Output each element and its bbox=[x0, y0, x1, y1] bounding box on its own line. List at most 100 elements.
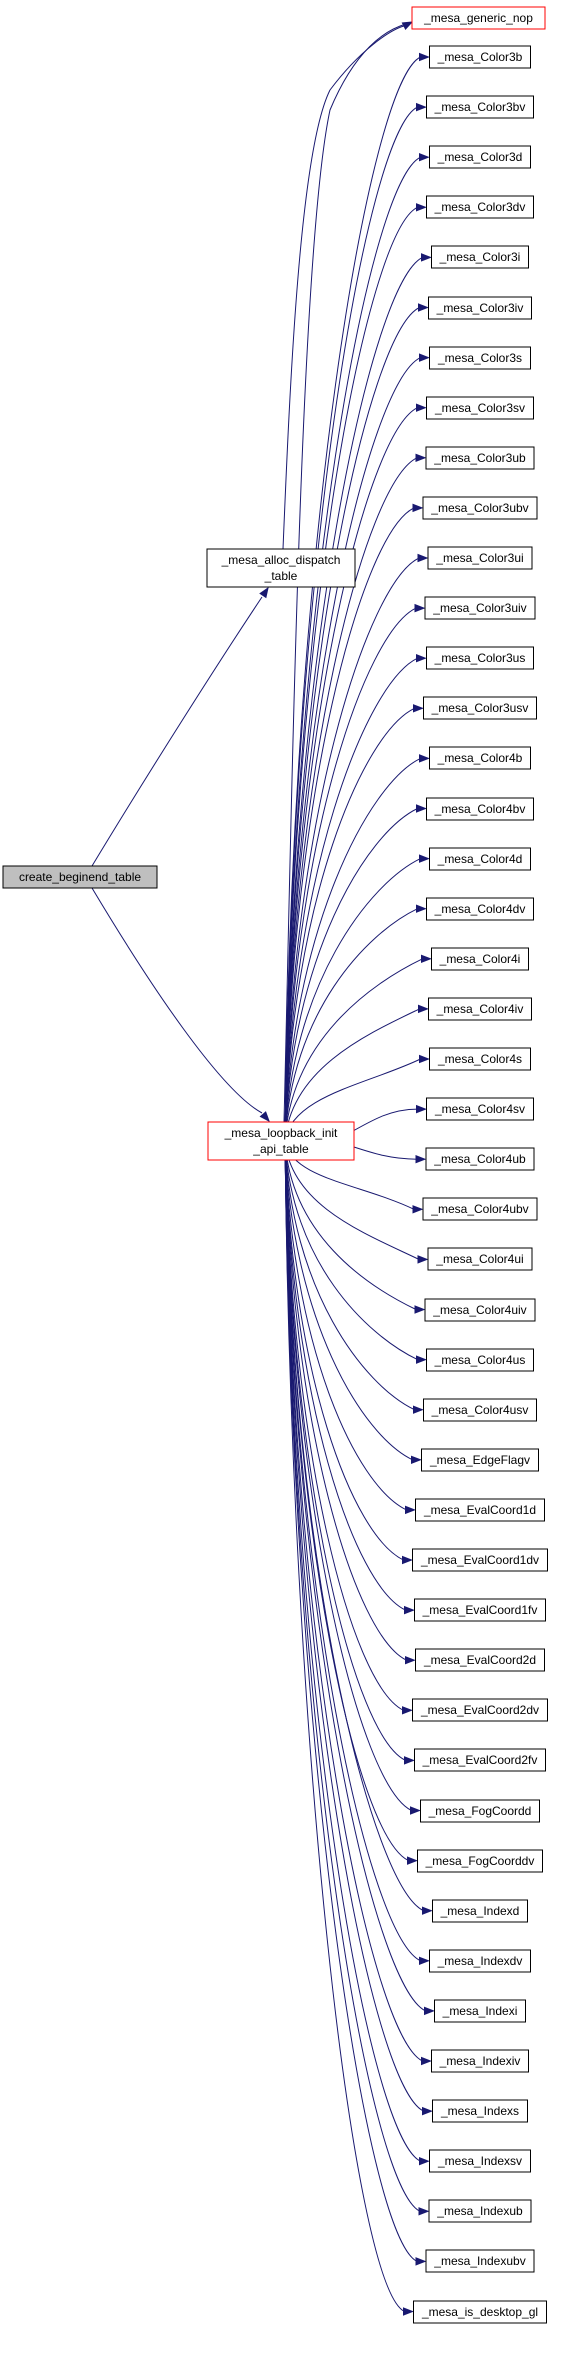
node-mesa-alloc-dispatch-table[interactable]: _mesa_alloc_dispatch _table bbox=[206, 548, 356, 588]
edge-loopback-to-mesa-color3ui bbox=[284, 557, 420, 1142]
node-mesa-color4b[interactable]: _mesa_Color4b bbox=[429, 746, 531, 770]
edge-loopback-to-mesa-color4dv bbox=[284, 908, 418, 1142]
edge-loopback-to-mesa-indexi bbox=[284, 1140, 426, 2012]
node-mesa-is-desktop-gl[interactable]: _mesa_is_desktop_gl bbox=[413, 2300, 547, 2324]
node-label: _mesa_EdgeFlagv bbox=[429, 1453, 530, 1467]
arrowhead-mesa-color3ub bbox=[415, 453, 427, 463]
node-mesa-color3ubv[interactable]: _mesa_Color3ubv bbox=[422, 496, 538, 520]
node-mesa-indexsv[interactable]: _mesa_Indexsv bbox=[429, 2149, 531, 2173]
arrowhead-mesa-edgeflagv bbox=[411, 1455, 422, 1465]
node-mesa-color4i[interactable]: _mesa_Color4i bbox=[431, 947, 529, 971]
node-mesa-edgeflagv[interactable]: _mesa_EdgeFlagv bbox=[421, 1448, 539, 1472]
node-mesa-color3ui[interactable]: _mesa_Color3ui bbox=[427, 546, 533, 570]
node-mesa-indexub[interactable]: _mesa_Indexub bbox=[428, 2199, 532, 2223]
node-label: _mesa_Color4ub bbox=[433, 1152, 526, 1166]
node-label: _mesa_Color3usv bbox=[431, 701, 529, 715]
arrowhead-mesa-color3i bbox=[421, 253, 432, 262]
arrowhead-mesa-evalcoord1fv bbox=[404, 1605, 415, 1615]
node-label: _mesa_Indexub bbox=[436, 2204, 523, 2218]
node-mesa-indexi[interactable]: _mesa_Indexi bbox=[434, 1999, 526, 2023]
edge-loopback-to-mesa-color3iv bbox=[284, 307, 420, 1142]
node-mesa-color4ubv[interactable]: _mesa_Color4ubv bbox=[422, 1197, 538, 1221]
edge-loopback-to-mesa-evalcoord2d bbox=[284, 1140, 407, 1661]
node-mesa-color3bv[interactable]: _mesa_Color3bv bbox=[426, 95, 534, 119]
node-create-beginend-table[interactable]: create_beginend_table bbox=[2, 865, 158, 889]
node-mesa-color3us[interactable]: _mesa_Color3us bbox=[426, 646, 534, 670]
node-mesa-fogcoordd[interactable]: _mesa_FogCoordd bbox=[420, 1799, 540, 1823]
node-mesa-evalcoord2fv[interactable]: _mesa_EvalCoord2fv bbox=[414, 1748, 546, 1772]
edge-loopback-to-mesa-color4ui bbox=[284, 1140, 420, 1260]
node-mesa-color4s[interactable]: _mesa_Color4s bbox=[429, 1047, 531, 1071]
node-mesa-color4ui[interactable]: _mesa_Color4ui bbox=[427, 1247, 533, 1271]
node-mesa-color4d[interactable]: _mesa_Color4d bbox=[429, 847, 531, 871]
node-mesa-evalcoord1dv[interactable]: _mesa_EvalCoord1dv bbox=[412, 1548, 548, 1572]
arrowhead-mesa-color4b bbox=[419, 754, 430, 763]
node-label: _mesa_Color4s bbox=[437, 1052, 522, 1066]
node-mesa-color4bv[interactable]: _mesa_Color4bv bbox=[426, 797, 534, 821]
node-label: _mesa_Color4ubv bbox=[430, 1202, 528, 1216]
node-mesa-color4ub[interactable]: _mesa_Color4ub bbox=[425, 1147, 535, 1171]
node-mesa-generic-nop[interactable]: _mesa_generic_nop bbox=[411, 6, 546, 30]
node-mesa-evalcoord1d[interactable]: _mesa_EvalCoord1d bbox=[415, 1498, 545, 1522]
edge-loopback-to-mesa-color4us bbox=[284, 1140, 418, 1361]
arrowhead-mesa-color4i bbox=[421, 954, 432, 964]
node-mesa-evalcoord1fv[interactable]: _mesa_EvalCoord1fv bbox=[414, 1598, 546, 1622]
node-label: _mesa_Color4d bbox=[437, 852, 523, 866]
node-mesa-color3d[interactable]: _mesa_Color3d bbox=[429, 145, 531, 169]
node-label: _mesa_Color4uiv bbox=[432, 1303, 526, 1317]
node-label: _mesa_EvalCoord2dv bbox=[420, 1703, 539, 1717]
arrowhead-mesa-color3d bbox=[419, 152, 430, 162]
node-mesa-color3uiv[interactable]: _mesa_Color3uiv bbox=[424, 596, 536, 620]
node-mesa-color3s[interactable]: _mesa_Color3s bbox=[429, 346, 531, 370]
node-label-line2: _api_table bbox=[252, 1142, 309, 1156]
arrowhead-mesa-color4uiv bbox=[414, 1305, 426, 1314]
arrowhead-mesa-color4us bbox=[416, 1355, 427, 1364]
node-mesa-color3usv[interactable]: _mesa_Color3usv bbox=[423, 696, 537, 720]
node-mesa-color3ub[interactable]: _mesa_Color3ub bbox=[425, 446, 535, 470]
node-mesa-color3i[interactable]: _mesa_Color3i bbox=[431, 245, 529, 269]
node-mesa-indexs[interactable]: _mesa_Indexs bbox=[432, 2099, 528, 2123]
node-label: _mesa_Color4i bbox=[439, 952, 521, 966]
edge-loopback-to-mesa-indexsv bbox=[284, 1140, 421, 2162]
node-label: _mesa_generic_nop bbox=[423, 11, 533, 25]
node-mesa-fogcoorddv[interactable]: _mesa_FogCoorddv bbox=[417, 1849, 543, 1873]
arrowhead-mesa-indexiv bbox=[421, 2056, 432, 2066]
node-mesa-color3iv[interactable]: _mesa_Color3iv bbox=[428, 296, 532, 320]
arrowhead-mesa-color3sv bbox=[416, 403, 427, 412]
node-label: _mesa_Color3dv bbox=[434, 200, 526, 214]
node-mesa-color4uiv[interactable]: _mesa_Color4uiv bbox=[424, 1298, 536, 1322]
node-label: _mesa_Color3us bbox=[434, 651, 526, 665]
arrowhead-mesa-color3bv bbox=[416, 102, 427, 112]
node-mesa-indexdv[interactable]: _mesa_Indexdv bbox=[429, 1949, 531, 1973]
edge-loopback-to-mesa-color3sv bbox=[284, 407, 418, 1142]
node-mesa-color4us[interactable]: _mesa_Color4us bbox=[426, 1348, 534, 1372]
node-mesa-evalcoord2dv[interactable]: _mesa_EvalCoord2dv bbox=[412, 1698, 548, 1722]
edge-loopback-to-mesa-indexubv bbox=[284, 1140, 418, 2262]
arrowhead-mesa-indexub bbox=[418, 2207, 430, 2216]
node-mesa-color4dv[interactable]: _mesa_Color4dv bbox=[426, 897, 534, 921]
node-label: _mesa_Color3ui bbox=[435, 551, 523, 565]
arrowhead-generic-nop bbox=[401, 21, 414, 31]
node-mesa-color4sv[interactable]: _mesa_Color4sv bbox=[426, 1097, 534, 1121]
node-mesa-loopback-init-api-table[interactable]: _mesa_loopback_init _api_table bbox=[207, 1121, 355, 1161]
arrowhead-mesa-color4d bbox=[419, 854, 430, 863]
arrowhead-loopback bbox=[259, 1111, 270, 1123]
edge-loopback-to-mesa-color3uiv bbox=[284, 607, 417, 1142]
node-mesa-indexiv[interactable]: _mesa_Indexiv bbox=[431, 2049, 529, 2073]
node-mesa-color3dv[interactable]: _mesa_Color3dv bbox=[426, 195, 534, 219]
node-label: _mesa_Color3uiv bbox=[432, 601, 526, 615]
node-mesa-color3b[interactable]: _mesa_Color3b bbox=[429, 45, 531, 69]
arrowhead-mesa-color3ui bbox=[417, 553, 429, 563]
node-label: _mesa_Color3s bbox=[437, 351, 522, 365]
node-mesa-color3sv[interactable]: _mesa_Color3sv bbox=[426, 396, 534, 420]
arrowhead-mesa-color3ubv bbox=[412, 503, 424, 513]
edge-loopback-to-mesa-fogcoorddv bbox=[284, 1140, 409, 1862]
node-mesa-color4usv[interactable]: _mesa_Color4usv bbox=[423, 1398, 537, 1422]
arrowhead-mesa-color4usv bbox=[413, 1405, 424, 1414]
node-mesa-evalcoord2d[interactable]: _mesa_EvalCoord2d bbox=[415, 1648, 545, 1672]
node-mesa-indexd[interactable]: _mesa_Indexd bbox=[432, 1899, 528, 1923]
edge-root-to-loopback bbox=[91, 887, 263, 1114]
node-mesa-color4iv[interactable]: _mesa_Color4iv bbox=[428, 997, 532, 1021]
node-mesa-indexubv[interactable]: _mesa_Indexubv bbox=[425, 2249, 535, 2273]
arrowhead-alloc bbox=[259, 586, 269, 599]
